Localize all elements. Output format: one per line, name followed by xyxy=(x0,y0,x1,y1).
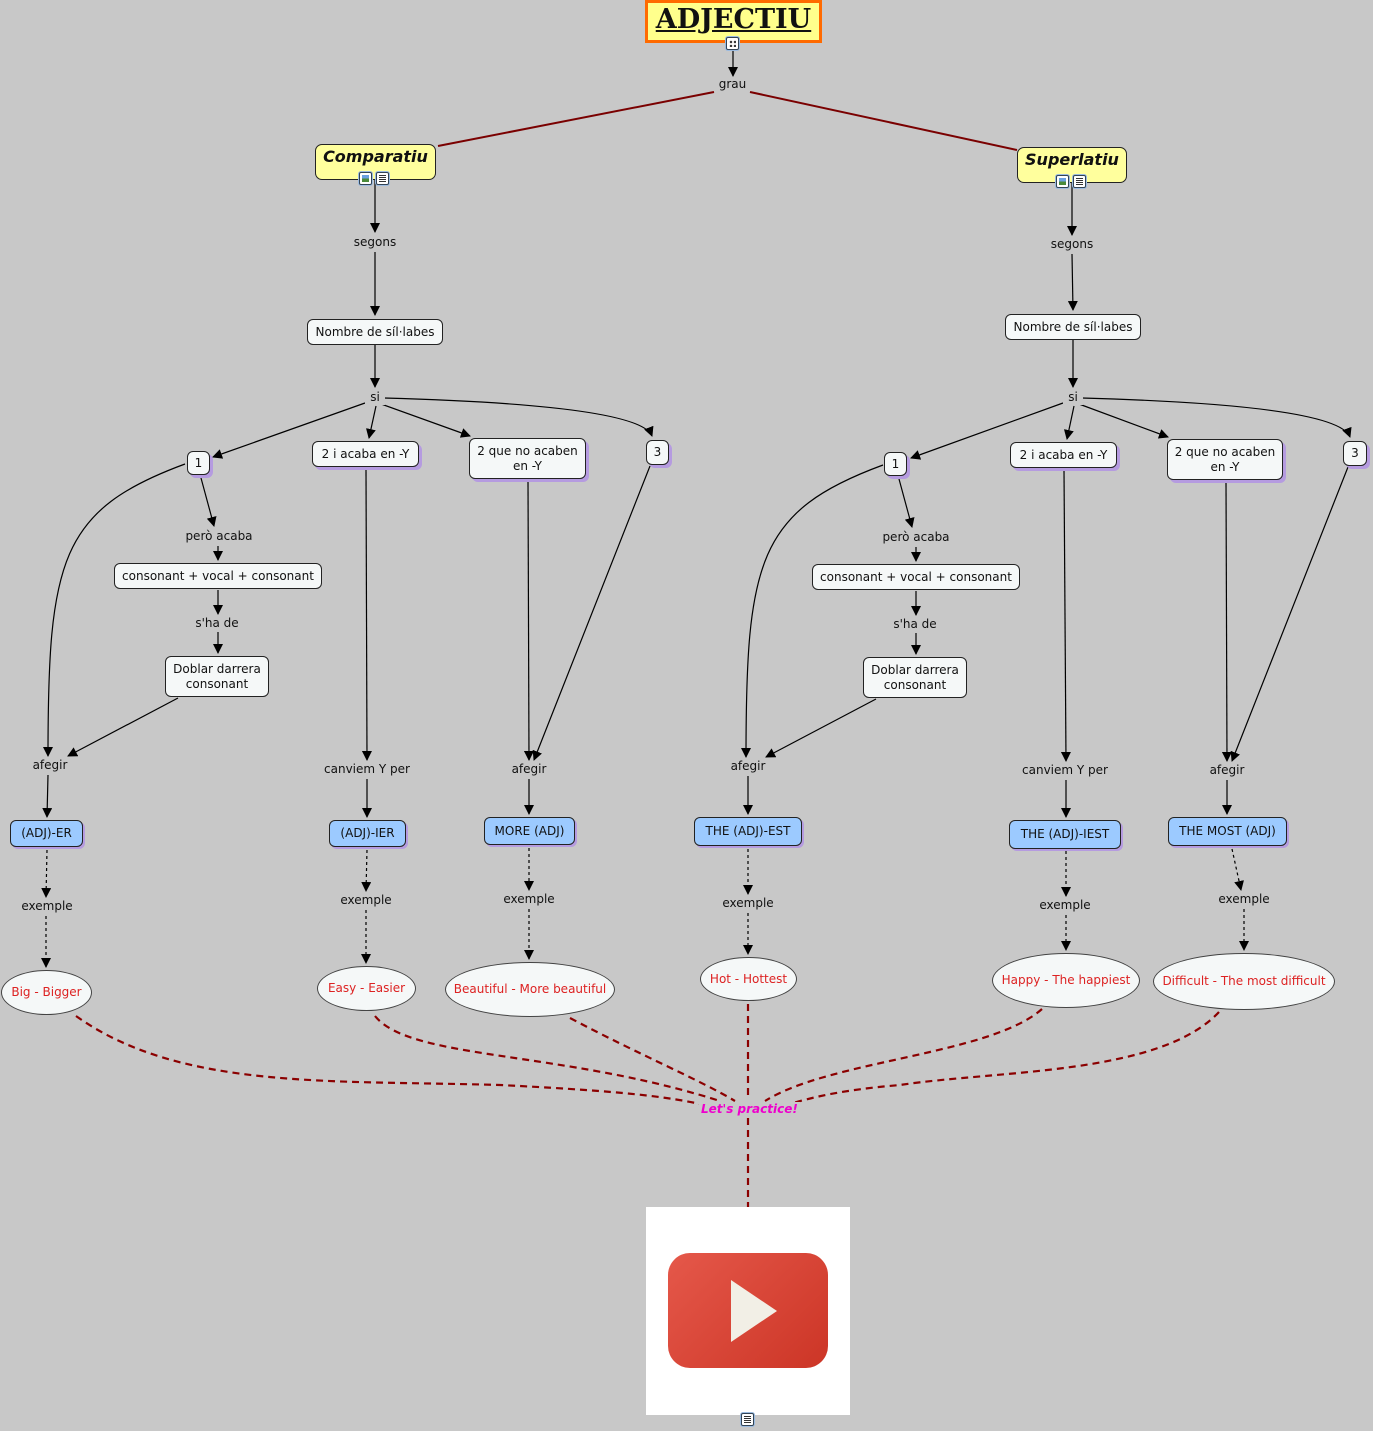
comparatiu-sha-de-label: s'ha de xyxy=(192,616,242,631)
comparatiu-afegir-2-label: afegir xyxy=(507,762,551,777)
comparatiu-example-beautiful: Beautiful - More beautiful xyxy=(445,962,615,1017)
superlatiu-arrow-8 xyxy=(741,464,884,758)
superlatiu-two-not-y-node: 2 que no acaben en -Y xyxy=(1167,439,1283,480)
superlatiu-rule-iest: THE (ADJ)-IEST xyxy=(1009,820,1121,849)
superlatiu-arrow-9 xyxy=(765,698,877,758)
superlatiu-exemple-3-label: exemple xyxy=(1214,892,1274,907)
superlatiu-arrow-4 xyxy=(898,478,915,528)
image-icon[interactable] xyxy=(359,172,372,185)
superlatiu-arrow-11 xyxy=(1221,480,1232,762)
practice-link-1 xyxy=(374,1015,721,1103)
superlatiu-afegir-2-label: afegir xyxy=(1205,763,1249,778)
comparatiu-sillabes-node: Nombre de síl·labes xyxy=(307,319,443,345)
comparatiu-doblar-node: Doblar darrera consonant xyxy=(165,656,269,697)
comparatiu-pero-acaba-label: però acaba xyxy=(183,529,255,544)
superlatiu-rule-est: THE (ADJ)-EST xyxy=(694,817,802,846)
youtube-play-icon xyxy=(668,1253,828,1368)
comparatiu-rule-ier: (ADJ)-IER xyxy=(329,820,406,847)
comparatiu-example-big: Big - Bigger xyxy=(1,970,92,1015)
document-icon[interactable] xyxy=(376,172,389,185)
grau-to-superlatiu-line xyxy=(749,91,1018,151)
superlatiu-sha-de-label: s'ha de xyxy=(890,617,940,632)
comparatiu-node: Comparatiu xyxy=(315,144,436,180)
superlatiu-cvc-node: consonant + vocal + consonant xyxy=(812,564,1020,590)
practice-link-5 xyxy=(789,1011,1220,1106)
practice-link-4 xyxy=(764,1008,1043,1102)
grau-to-comparatiu-line xyxy=(437,91,715,147)
comparatiu-exemple-2-label: exemple xyxy=(336,893,396,908)
comparatiu-three-node: 3 xyxy=(646,440,669,465)
comparatiu-dashed-arrow-2 xyxy=(361,849,372,892)
superlatiu-rule-most: THE MOST (ADJ) xyxy=(1168,817,1287,846)
superlatiu-arrow-0 xyxy=(910,402,1064,460)
superlatiu-example-happy: Happy - The happiest xyxy=(992,953,1140,1008)
superlatiu-segons-label: segons xyxy=(1046,237,1098,252)
comparatiu-arrow-7 xyxy=(200,477,217,527)
lets-practice-label: Let's practice! xyxy=(699,1102,800,1116)
superlatiu-exemple-1-label: exemple xyxy=(718,896,778,911)
superlatiu-canviem-label: canviem Y per xyxy=(1017,763,1113,778)
comparatiu-exemple-3-label: exemple xyxy=(499,892,559,907)
comparatiu-segons-label: segons xyxy=(349,235,401,250)
comparatiu-arrow-4 xyxy=(366,405,377,439)
comparatiu-cvc-node: consonant + vocal + consonant xyxy=(114,563,322,589)
superlatiu-arrow-12 xyxy=(1230,466,1349,762)
comparatiu-two-not-y-node: 2 que no acaben en -Y xyxy=(469,438,586,479)
superlatiu-dashed-arrow-4 xyxy=(1231,848,1244,891)
comparatiu-afegir-1-label: afegir xyxy=(28,758,72,773)
superlatiu-arrow-3 xyxy=(1081,397,1352,438)
comparatiu-arrow-14 xyxy=(523,479,534,761)
comparatiu-arrow-6 xyxy=(383,397,654,437)
comparatiu-one-syllable-node: 1 xyxy=(187,451,210,475)
document-icon[interactable] xyxy=(1073,175,1086,188)
superlatiu-one-syllable-node: 1 xyxy=(884,452,907,476)
comparatiu-arrow-5 xyxy=(380,403,471,438)
comparatiu-arrow-15 xyxy=(532,465,651,761)
comparatiu-dashed-arrow-0 xyxy=(41,849,52,898)
link-label-grau: grau xyxy=(716,77,749,92)
comparatiu-arrow-11 xyxy=(43,463,186,757)
comparatiu-arrow-16 xyxy=(42,774,53,818)
practice-link-2 xyxy=(569,1017,736,1102)
superlatiu-arrow-1 xyxy=(1063,405,1075,440)
superlatiu-arrow-10 xyxy=(1060,469,1071,762)
comparatiu-arrow-12 xyxy=(67,697,179,757)
superlatiu-example-difficult: Difficult - The most difficult xyxy=(1153,953,1335,1010)
comparatiu-rule-er: (ADJ)-ER xyxy=(10,820,83,847)
superlatiu-arrow-segons xyxy=(1067,253,1078,311)
comparatiu-arrow-13 xyxy=(361,468,372,761)
superlatiu-si-label: si xyxy=(1063,390,1083,405)
superlatiu-two-y-node: 2 i acaba en -Y xyxy=(1010,442,1117,468)
comparatiu-canviem-label: canviem Y per xyxy=(319,762,415,777)
image-icon[interactable] xyxy=(1056,175,1069,188)
superlatiu-pero-acaba-label: però acaba xyxy=(880,530,952,545)
practice-link-0 xyxy=(75,1015,701,1106)
superlatiu-node: Superlatiu xyxy=(1017,147,1127,183)
superlatiu-afegir-1-label: afegir xyxy=(726,759,770,774)
comparatiu-example-easy: Easy - Easier xyxy=(317,966,416,1011)
concept-map-icon[interactable] xyxy=(726,37,739,50)
superlatiu-example-hot: Hot - Hottest xyxy=(700,957,797,1001)
superlatiu-three-node: 3 xyxy=(1343,441,1367,466)
superlatiu-sillabes-node: Nombre de síl·labes xyxy=(1005,314,1141,340)
superlatiu-doblar-node: Doblar darrera consonant xyxy=(863,657,967,698)
superlatiu-arrow-2 xyxy=(1078,403,1169,439)
comparatiu-rule-more: MORE (ADJ) xyxy=(484,817,575,845)
comparatiu-exemple-1-label: exemple xyxy=(17,899,77,914)
comparatiu-two-y-node: 2 i acaba en -Y xyxy=(312,441,419,467)
video-thumbnail[interactable] xyxy=(646,1207,850,1415)
document-icon[interactable] xyxy=(741,1413,754,1426)
comparatiu-si-label: si xyxy=(365,390,385,405)
superlatiu-exemple-2-label: exemple xyxy=(1035,898,1095,913)
comparatiu-arrow-3 xyxy=(212,402,366,459)
